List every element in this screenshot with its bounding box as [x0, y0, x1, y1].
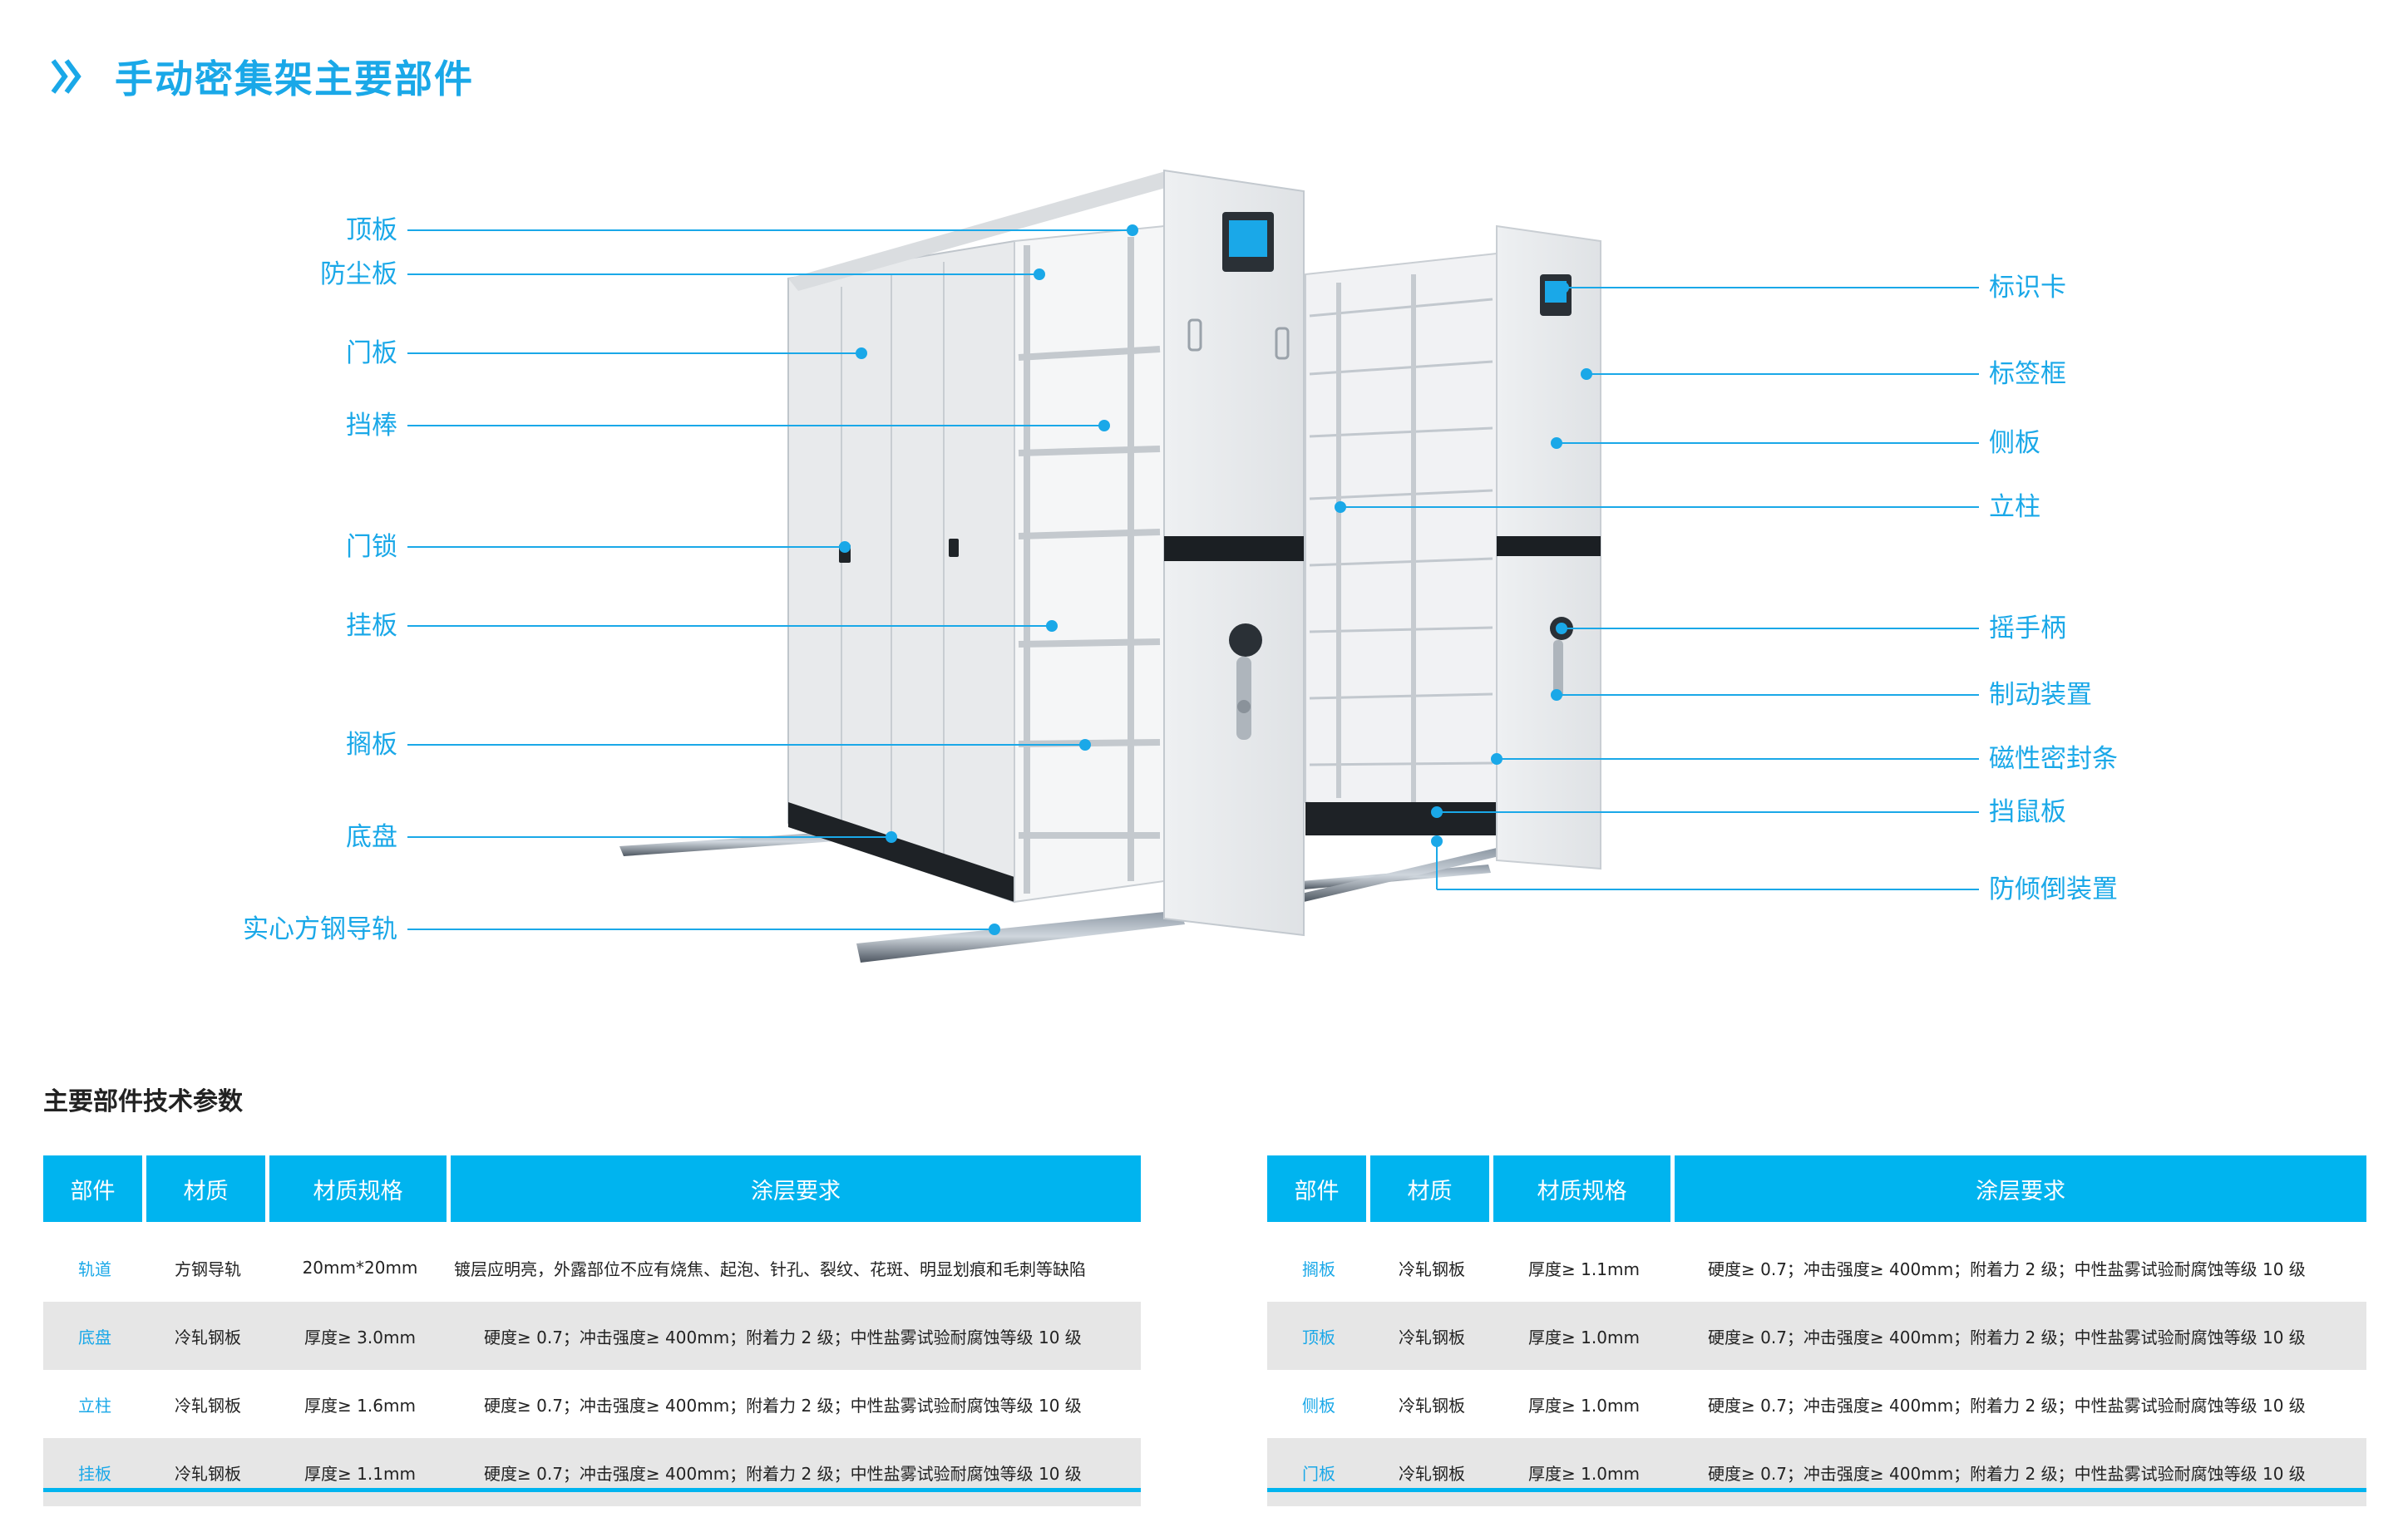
table-row: 侧板 冷轧钢板 厚度≥ 1.0mm 硬度≥ 0.7；冲击强度≥ 400mm；附着…: [1267, 1370, 2366, 1438]
callout-shelf-board: 搁板: [346, 730, 397, 760]
cabinet-rear: [1305, 224, 1601, 870]
cell-coating: 硬度≥ 0.7；冲击强度≥ 400mm；附着力 2 级；中性盐雾试验耐腐蚀等级 …: [1675, 1302, 2366, 1370]
table-header-row: 部件 材质 材质规格 涂层要求: [1267, 1155, 2366, 1222]
callout-brake: 制动装置: [1989, 680, 2092, 710]
page-title-block: 手动密集架主要部件: [50, 52, 474, 101]
header-part: 部件: [1267, 1155, 1370, 1222]
cell-spec: 20mm*20mm: [302, 1258, 418, 1278]
header-material: 材质: [1370, 1155, 1493, 1222]
callout-top-panel: 顶板: [346, 215, 397, 245]
table-row: 轨道 方钢导轨 20mm*20mm 镀层应明亮，外露部位不应有烧焦、起泡、针孔、…: [43, 1234, 1141, 1302]
table-row: 底盘 冷轧钢板 厚度≥ 3.0mm 硬度≥ 0.7；冲击强度≥ 400mm；附着…: [43, 1302, 1141, 1370]
callout-stop-bar: 挡棒: [346, 411, 397, 441]
cell-material: 方钢导轨: [175, 1259, 241, 1279]
callout-door-panel: 门板: [346, 338, 397, 368]
spec-table-left: 部件 材质 材质规格 涂层要求 轨道 方钢导轨 20mm*20mm 镀层应明亮，…: [43, 1155, 1141, 1506]
callout-rodent-guard: 挡鼠板: [1989, 797, 2066, 827]
header-coating: 涂层要求: [1675, 1155, 2366, 1222]
callout-anti-tip: 防倾倒装置: [1989, 874, 2118, 904]
callout-door-lock: 门锁: [346, 532, 397, 562]
callout-column: 立柱: [1989, 492, 2040, 522]
cell-coating: 硬度≥ 0.7；冲击强度≥ 400mm；附着力 2 级；中性盐雾试验耐腐蚀等级 …: [1708, 1259, 2306, 1279]
cell-part: 底盘: [43, 1302, 146, 1370]
callout-label-frame: 标签框: [1989, 359, 2066, 389]
cell-spec: 厚度≥ 1.0mm: [1493, 1438, 1675, 1506]
header-coating: 涂层要求: [451, 1155, 1141, 1222]
table-row: 立柱 冷轧钢板 厚度≥ 1.6mm 硬度≥ 0.7；冲击强度≥ 400mm；附着…: [43, 1370, 1141, 1438]
cell-part: 轨道: [78, 1259, 111, 1279]
cell-spec: 厚度≥ 1.1mm: [269, 1438, 451, 1506]
cell-part: 顶板: [1267, 1302, 1370, 1370]
cell-spec: 厚度≥ 1.6mm: [304, 1395, 416, 1416]
callout-dust-panel: 防尘板: [320, 259, 397, 289]
cell-material: 冷轧钢板: [1370, 1438, 1493, 1506]
cell-coating: 镀层应明亮，外露部位不应有烧焦、起泡、针孔、裂纹、花斑、明显划痕和毛刺等缺陷: [454, 1259, 1086, 1279]
section-heading: 主要部件技术参数: [43, 1087, 243, 1116]
cell-material: 冷轧钢板: [175, 1395, 241, 1416]
cell-material: 冷轧钢板: [1399, 1259, 1465, 1279]
cell-part: 侧板: [1302, 1395, 1335, 1416]
callout-chassis: 底盘: [346, 822, 397, 852]
callout-hanging-panel: 挂板: [346, 611, 397, 641]
cell-part: 立柱: [78, 1395, 111, 1416]
callout-magnetic-seal: 磁性密封条: [1989, 744, 2118, 774]
cell-coating: 硬度≥ 0.7；冲击强度≥ 400mm；附着力 2 级；中性盐雾试验耐腐蚀等级 …: [484, 1395, 1082, 1416]
cell-coating: 硬度≥ 0.7；冲击强度≥ 400mm；附着力 2 级；中性盐雾试验耐腐蚀等级 …: [451, 1438, 1141, 1506]
cell-coating: 硬度≥ 0.7；冲击强度≥ 400mm；附着力 2 级；中性盐雾试验耐腐蚀等级 …: [451, 1302, 1141, 1370]
cell-coating: 硬度≥ 0.7；冲击强度≥ 400mm；附着力 2 级；中性盐雾试验耐腐蚀等级 …: [1708, 1395, 2306, 1416]
cell-material: 冷轧钢板: [146, 1302, 269, 1370]
cell-material: 冷轧钢板: [1370, 1302, 1493, 1370]
header-part: 部件: [43, 1155, 146, 1222]
double-chevron-icon: [51, 59, 81, 94]
callout-id-card: 标识卡: [1989, 273, 2066, 303]
cabinet-front: [787, 169, 1305, 937]
callout-side-panel: 侧板: [1989, 428, 2040, 458]
cell-spec: 厚度≥ 1.0mm: [1493, 1302, 1675, 1370]
table-header-row: 部件 材质 材质规格 涂层要求: [43, 1155, 1141, 1222]
shelving-illustration: [407, 169, 1979, 963]
cell-part: 挂板: [43, 1438, 146, 1506]
bottom-rule-left: [43, 1488, 1141, 1492]
cell-spec: 厚度≥ 1.1mm: [1528, 1259, 1640, 1279]
cell-part: 搁板: [1302, 1259, 1335, 1279]
header-material: 材质: [146, 1155, 269, 1222]
callout-leaders: [407, 224, 1979, 935]
header-spec: 材质规格: [1493, 1155, 1675, 1222]
bottom-rule-right: [1267, 1488, 2366, 1492]
callout-steel-rail: 实心方钢导轨: [243, 914, 397, 944]
table-row: 搁板 冷轧钢板 厚度≥ 1.1mm 硬度≥ 0.7；冲击强度≥ 400mm；附着…: [1267, 1234, 2366, 1302]
cell-material: 冷轧钢板: [146, 1438, 269, 1506]
spec-table-right: 部件 材质 材质规格 涂层要求 搁板 冷轧钢板 厚度≥ 1.1mm 硬度≥ 0.…: [1267, 1155, 2366, 1506]
table-row: 挂板 冷轧钢板 厚度≥ 1.1mm 硬度≥ 0.7；冲击强度≥ 400mm；附着…: [43, 1438, 1141, 1506]
cell-part: 门板: [1267, 1438, 1370, 1506]
table-row: 门板 冷轧钢板 厚度≥ 1.0mm 硬度≥ 0.7；冲击强度≥ 400mm；附着…: [1267, 1438, 2366, 1506]
page-title: 手动密集架主要部件: [115, 57, 474, 101]
table-row: 顶板 冷轧钢板 厚度≥ 1.0mm 硬度≥ 0.7；冲击强度≥ 400mm；附着…: [1267, 1302, 2366, 1370]
cell-coating: 硬度≥ 0.7；冲击强度≥ 400mm；附着力 2 级；中性盐雾试验耐腐蚀等级 …: [1675, 1438, 2366, 1506]
cell-material: 冷轧钢板: [1399, 1395, 1465, 1416]
cell-spec: 厚度≥ 1.0mm: [1528, 1395, 1640, 1416]
cell-spec: 厚度≥ 3.0mm: [269, 1302, 451, 1370]
callout-crank-handle: 摇手柄: [1989, 613, 2066, 643]
header-spec: 材质规格: [269, 1155, 451, 1222]
